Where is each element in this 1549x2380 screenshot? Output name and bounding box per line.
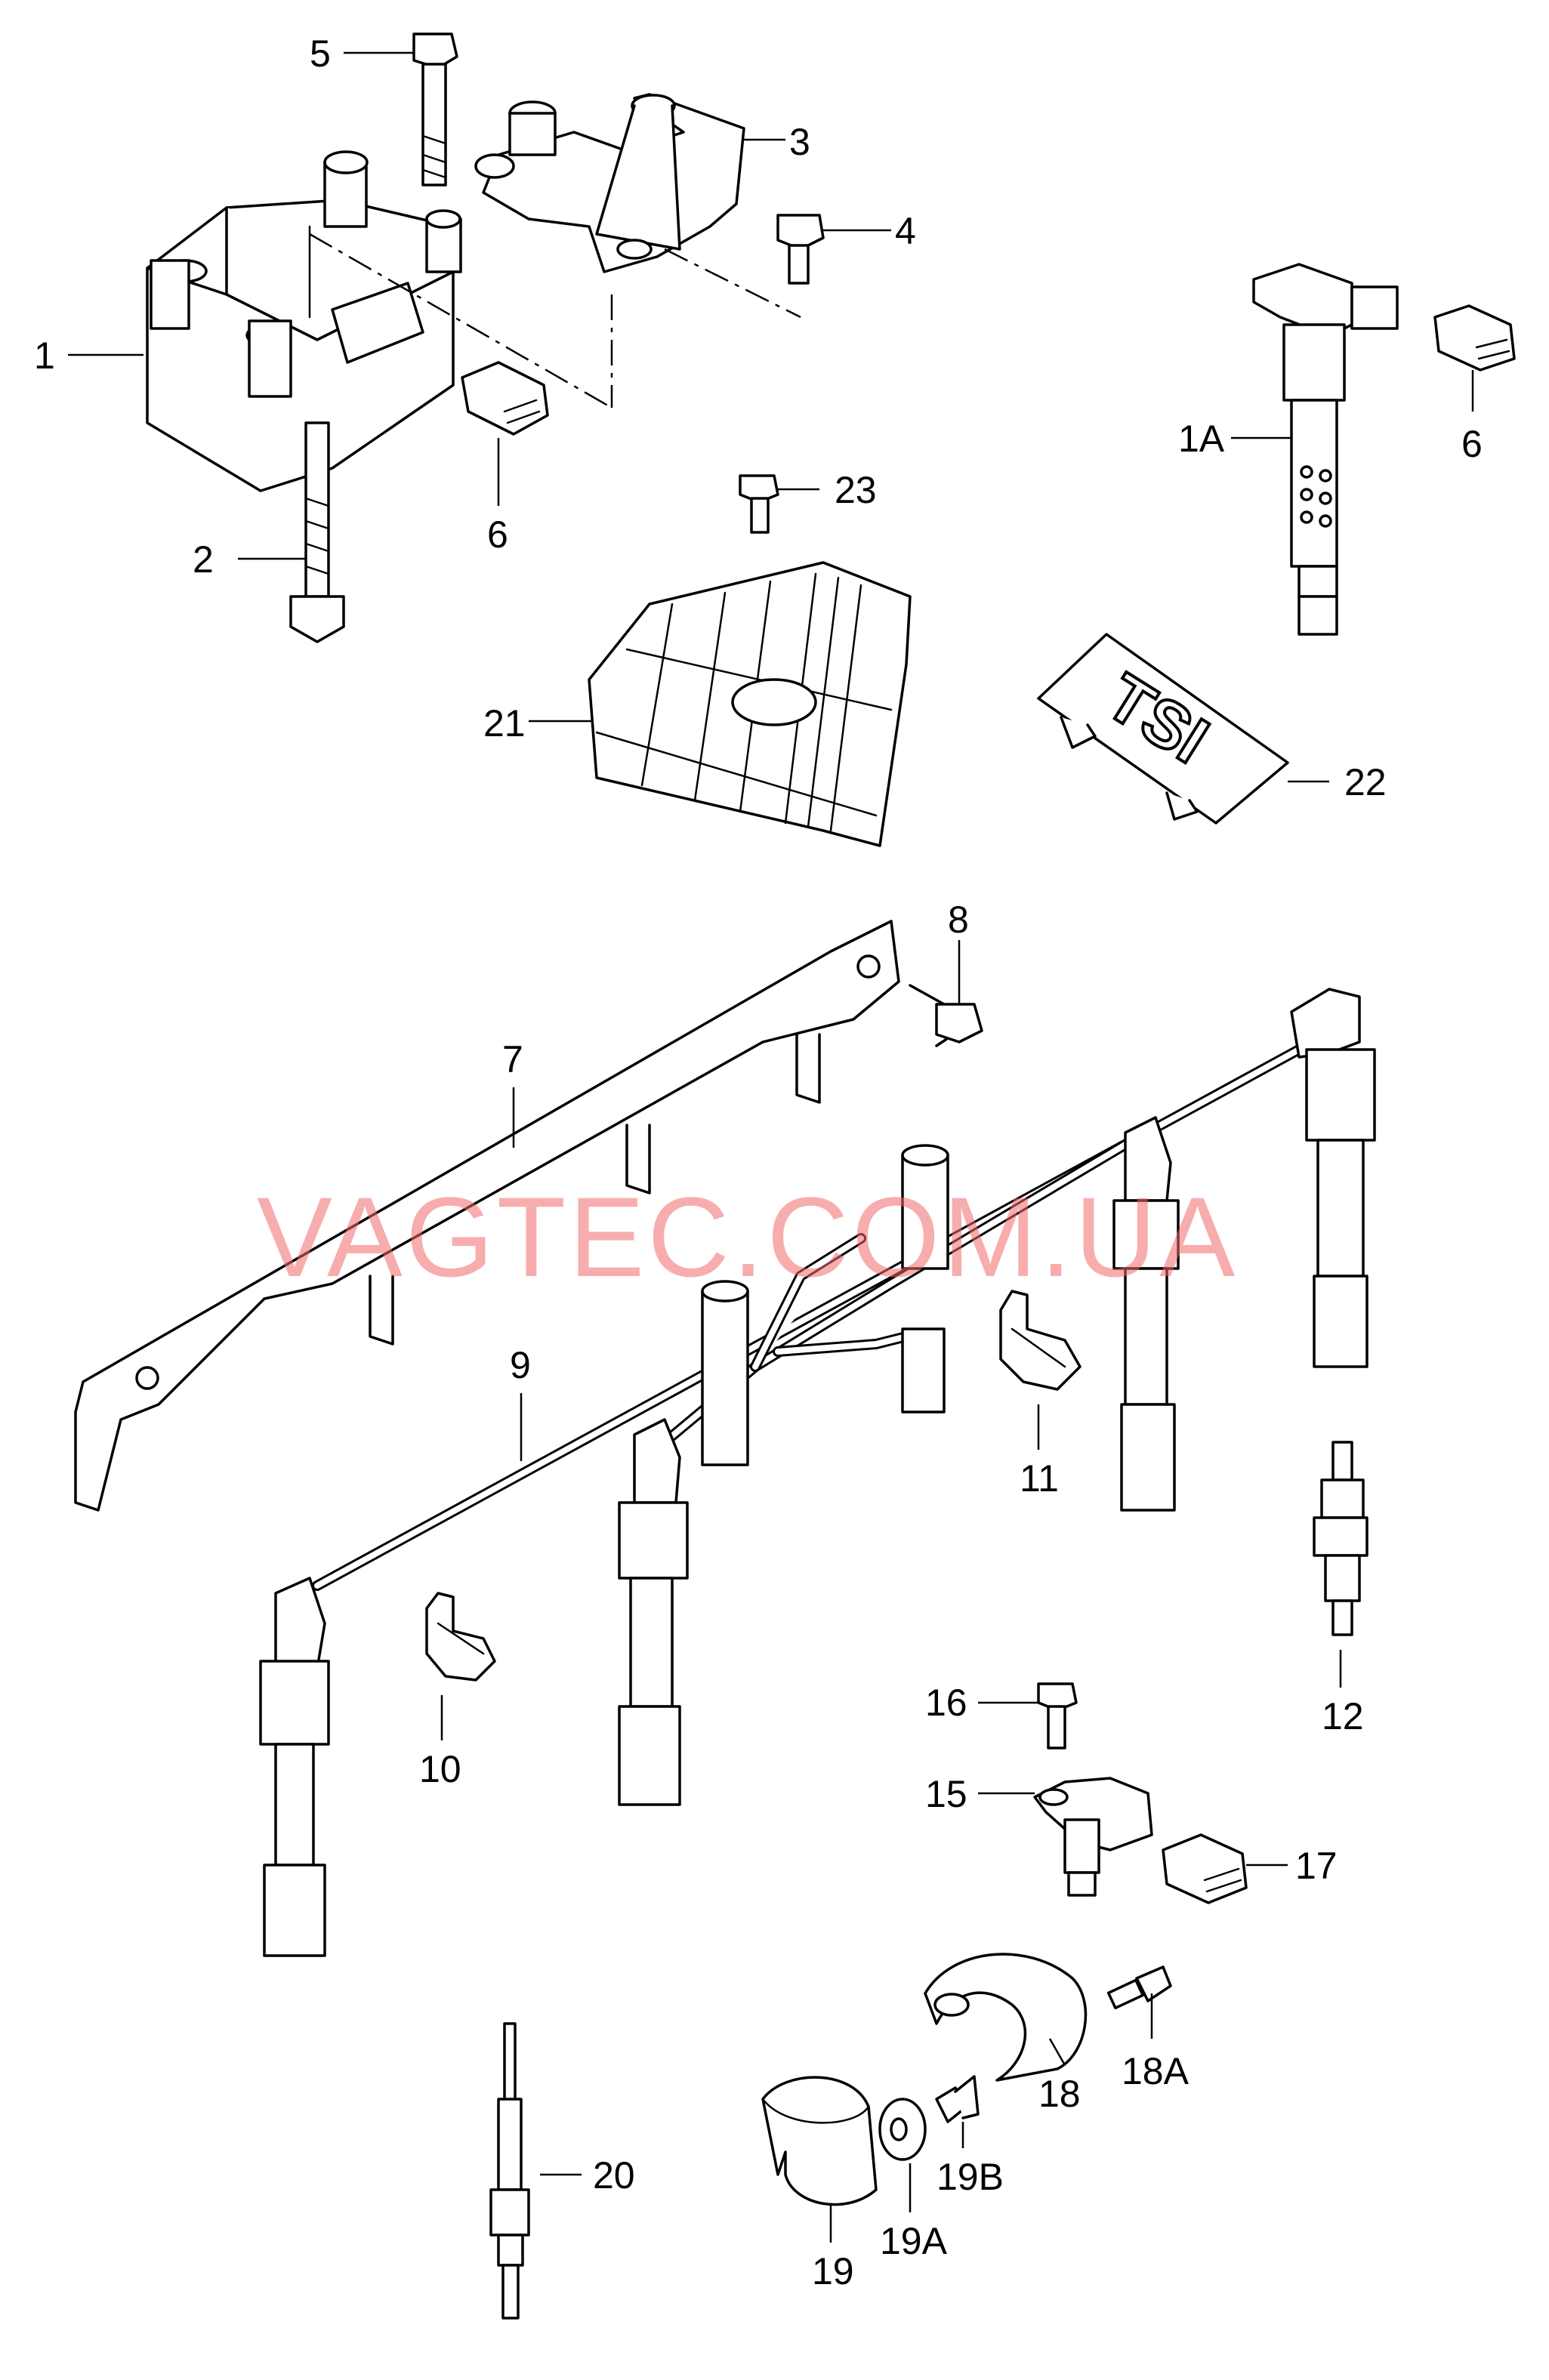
label-6-left: 6 [487, 513, 508, 556]
harness-rail-7 [74, 920, 900, 1512]
watermark: VAGTEC.COM.UA [257, 1173, 1238, 1300]
label-5: 5 [310, 32, 331, 75]
pencil-coil-1a [1252, 263, 1399, 636]
connector-6-left [461, 361, 549, 436]
assembly-line-1 [309, 233, 613, 409]
label-17: 17 [1295, 1845, 1338, 1887]
callout-labels: 1 2 3 4 5 6 6 1A 23 21 22 8 7 9 11 10 12… [34, 32, 1483, 2292]
glow-plug-20 [489, 2022, 530, 2320]
label-6-right: 6 [1461, 423, 1483, 465]
label-21: 21 [483, 702, 526, 745]
sleeve-19 [761, 2076, 878, 2206]
assembly-line-3 [664, 248, 801, 319]
label-23: 23 [835, 469, 877, 511]
bolt-5 [412, 32, 458, 187]
leader-lines [68, 51, 1474, 2243]
clamp-18 [924, 1953, 1088, 2082]
ignition-leads-9 [259, 988, 1376, 1957]
label-10: 10 [419, 1748, 461, 1790]
connector-6-right [1433, 304, 1516, 371]
label-3: 3 [789, 121, 810, 163]
label-4: 4 [895, 210, 916, 252]
label-7: 7 [502, 1038, 523, 1081]
clip-11 [999, 1290, 1082, 1391]
bolt-19b [935, 2075, 980, 2123]
bracket-3 [474, 93, 745, 273]
washer-19a [878, 2098, 927, 2161]
label-9: 9 [510, 1344, 531, 1386]
tsi-badge-22: TSI [1037, 633, 1289, 825]
label-18: 18 [1038, 2073, 1081, 2115]
connector-17 [1162, 1833, 1248, 1904]
label-1: 1 [34, 334, 55, 377]
label-19b: 19B [936, 2156, 1004, 2198]
label-16: 16 [925, 1682, 967, 1724]
label-1a: 1A [1178, 418, 1225, 460]
label-8: 8 [948, 899, 969, 941]
bolt-23 [739, 474, 779, 534]
sensor-15 [1033, 1777, 1153, 1897]
label-20: 20 [593, 2154, 635, 2197]
bolt-8 [909, 984, 983, 1047]
label-11: 11 [1020, 1457, 1059, 1500]
label-12: 12 [1322, 1695, 1364, 1737]
label-22: 22 [1344, 761, 1387, 803]
spark-plug-12 [1313, 1441, 1368, 1636]
bolt-16 [1037, 1682, 1078, 1750]
label-19: 19 [812, 2250, 854, 2292]
label-15: 15 [925, 1773, 967, 1815]
engine-cover-21 [588, 561, 912, 847]
clip-10 [425, 1592, 496, 1682]
label-18a: 18A [1122, 2050, 1190, 2092]
label-19a: 19A [880, 2220, 948, 2262]
label-2: 2 [193, 538, 214, 581]
screw-18a [1106, 1965, 1172, 2010]
ignition-coil-pack [146, 150, 462, 492]
bolt-2 [289, 421, 345, 643]
bolt-4 [776, 214, 825, 285]
